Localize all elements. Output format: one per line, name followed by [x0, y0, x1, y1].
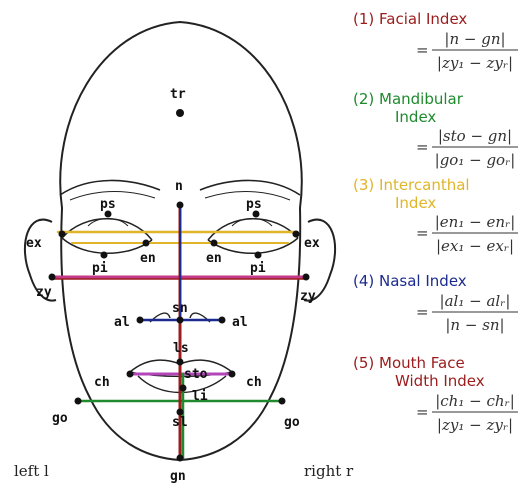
point-go-right — [279, 398, 286, 405]
index-title-5-line-2: Width Index — [395, 372, 485, 390]
index-title-2-line-2: Index — [395, 108, 436, 126]
label-pi-right: pi — [250, 261, 266, 276]
index-numerator-2: |sto − gn| — [438, 127, 512, 145]
index-legend: (1) Facial Index = |n − gn| |zy₁ − zyᵣ| (2) … — [353, 10, 518, 434]
label-zy-left: zy — [36, 285, 52, 300]
right-eye-upper — [208, 219, 298, 240]
index-equals-4: = — [416, 303, 429, 321]
index-numerator-3: |en₁ − enᵣ| — [435, 213, 516, 231]
right-eyebrow — [200, 180, 300, 195]
index-block-4: (4) Nasal Index = |al₁ − alᵣ| |n − sn| — [353, 272, 518, 334]
label-li: li — [192, 389, 208, 404]
point-pi-right — [255, 252, 262, 259]
point-gn — [177, 455, 184, 462]
point-en-left — [143, 240, 150, 247]
left-side-label: left l — [14, 462, 49, 480]
point-ex-left — [59, 231, 66, 238]
landmark-labels: tr n ps ps ex ex en en pi pi zy zy sn al… — [26, 87, 320, 484]
point-zy-left — [49, 274, 56, 281]
index-title-3-line-2: Index — [395, 194, 436, 212]
index-denominator-5: |zy₁ − zyᵣ| — [437, 416, 513, 434]
label-ex-right: ex — [304, 236, 320, 251]
label-ch-right: ch — [246, 375, 262, 390]
index-denominator-2: |go₁ − goᵣ| — [435, 151, 516, 169]
label-sn: sn — [172, 301, 188, 316]
index-equals-2: = — [416, 138, 429, 156]
point-zy-right — [303, 274, 310, 281]
label-n: n — [175, 179, 183, 194]
point-ch-left — [127, 371, 134, 378]
index-equals-5: = — [416, 403, 429, 421]
point-ch-right — [229, 371, 236, 378]
left-eye-lower — [62, 238, 152, 253]
label-ex-left: ex — [26, 236, 42, 251]
label-ps-right: ps — [246, 197, 262, 212]
point-ex-right — [293, 231, 300, 238]
label-ps-left: ps — [100, 197, 116, 212]
left-eyebrow — [60, 180, 160, 195]
point-al-right — [219, 317, 226, 324]
point-li — [180, 385, 187, 392]
label-pi-left: pi — [92, 261, 108, 276]
label-go-right: go — [284, 415, 300, 430]
point-go-left — [75, 398, 82, 405]
label-en-right: en — [206, 251, 222, 266]
index-denominator-3: |ex₁ − exᵣ| — [436, 237, 514, 255]
label-go-left: go — [52, 411, 68, 426]
label-ls: ls — [173, 341, 189, 356]
label-ch-left: ch — [94, 375, 110, 390]
label-al-left: al — [114, 315, 130, 330]
label-zy-right: zy — [300, 289, 316, 304]
point-pi-left — [101, 252, 108, 259]
label-al-right: al — [232, 315, 248, 330]
index-title-3-line-1: (3) Intercanthal — [353, 176, 470, 194]
point-sn — [177, 317, 184, 324]
index-denominator-1: |zy₁ − zyᵣ| — [437, 54, 513, 72]
index-equals-3: = — [416, 224, 429, 242]
point-al-left — [137, 317, 144, 324]
index-numerator-5: |ch₁ − chᵣ| — [435, 392, 515, 410]
label-en-left: en — [140, 251, 156, 266]
label-tr: tr — [170, 87, 186, 102]
left-eye-upper — [62, 219, 152, 240]
label-gn: gn — [170, 469, 186, 484]
point-tr — [176, 109, 184, 117]
index-numerator-4: |al₁ − alᵣ| — [440, 292, 511, 310]
index-title-1-line-1: (1) Facial Index — [353, 10, 467, 28]
point-en-right — [211, 240, 218, 247]
index-title-4-line-1: (4) Nasal Index — [353, 272, 467, 290]
point-n — [177, 202, 184, 209]
index-title-5-line-1: (5) Mouth Face — [353, 354, 465, 372]
index-equals-1: = — [416, 41, 429, 59]
label-sl: sl — [172, 415, 188, 430]
index-block-1: (1) Facial Index = |n − gn| |zy₁ − zyᵣ| — [353, 10, 518, 72]
right-side-label: right r — [304, 462, 354, 480]
index-denominator-4: |n − sn| — [445, 316, 504, 334]
index-numerator-1: |n − gn| — [444, 30, 505, 48]
point-ls — [177, 359, 184, 366]
index-title-2-line-1: (2) Mandibular — [353, 90, 464, 108]
label-sto: sto — [184, 367, 208, 382]
